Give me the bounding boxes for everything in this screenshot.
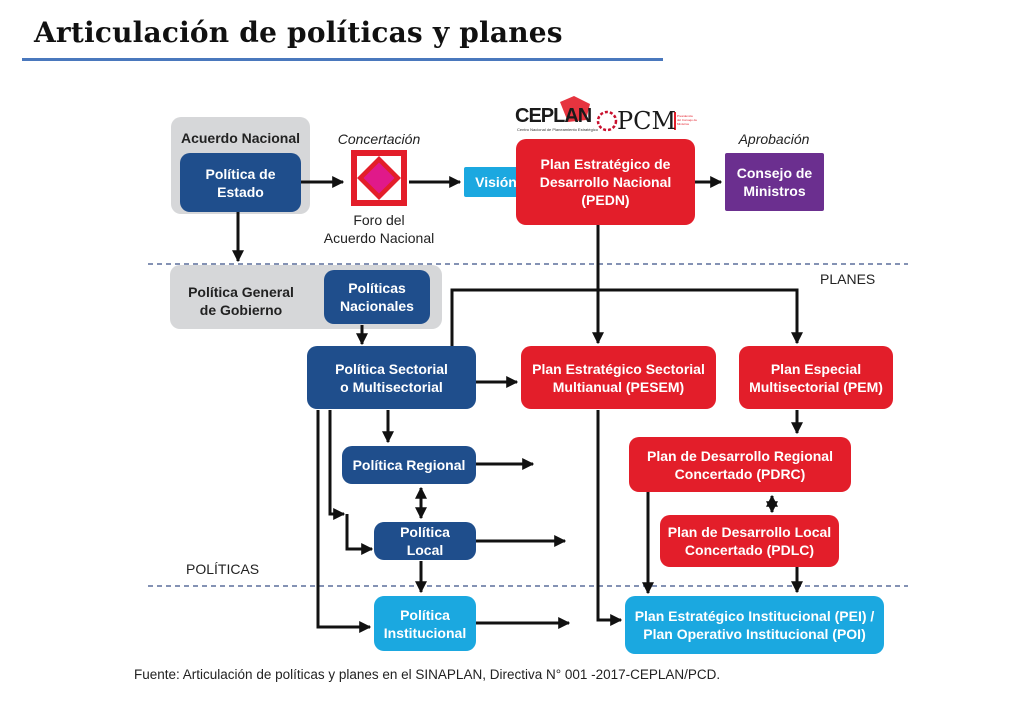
arrow-sectorial-local-2: [345, 514, 374, 555]
pcm-logo-subtitle: Presidencia del Consejo de Ministros: [677, 114, 698, 126]
politica-local-box: Política Local: [374, 522, 476, 560]
acuerdo-nacional-logo: [351, 150, 407, 206]
arrow-sectorial-pem: [450, 288, 803, 346]
planes-section-label: PLANES: [820, 271, 876, 287]
acuerdo-nacional-label: Acuerdo Nacional: [180, 130, 301, 146]
concertacion-label: Concertación: [337, 131, 421, 147]
arrow-sectorial-local: [328, 410, 346, 520]
ceplan-logo-text: CEPLAN: [515, 105, 592, 127]
aprobacion-label: Aprobación: [738, 131, 810, 147]
politicas-section-label: POLÍTICAS: [186, 561, 260, 577]
ceplan-logo: [560, 96, 590, 122]
source-note: Fuente: Articulación de políticas y plan…: [134, 667, 721, 682]
page-title: Articulación de políticas y planes: [34, 16, 563, 49]
pcm-logo-text: PCM: [617, 107, 677, 135]
arrow-sectorial-institucional: [316, 410, 372, 633]
title-underline: [22, 58, 663, 61]
politica-regional-box: Política Regional: [342, 446, 476, 484]
pcm-emblem: [596, 110, 676, 132]
arrow-pesem-pei: [596, 410, 623, 626]
foro-label-line1: Foro del: [353, 212, 405, 228]
ceplan-logo-subtitle: Centro Nacional de Planeamiento Estratég…: [517, 127, 598, 132]
pei-poi-box: Plan Estratégico Institucional (PEI) /Pl…: [625, 596, 884, 654]
foro-label-line2: Acuerdo Nacional: [323, 230, 435, 246]
